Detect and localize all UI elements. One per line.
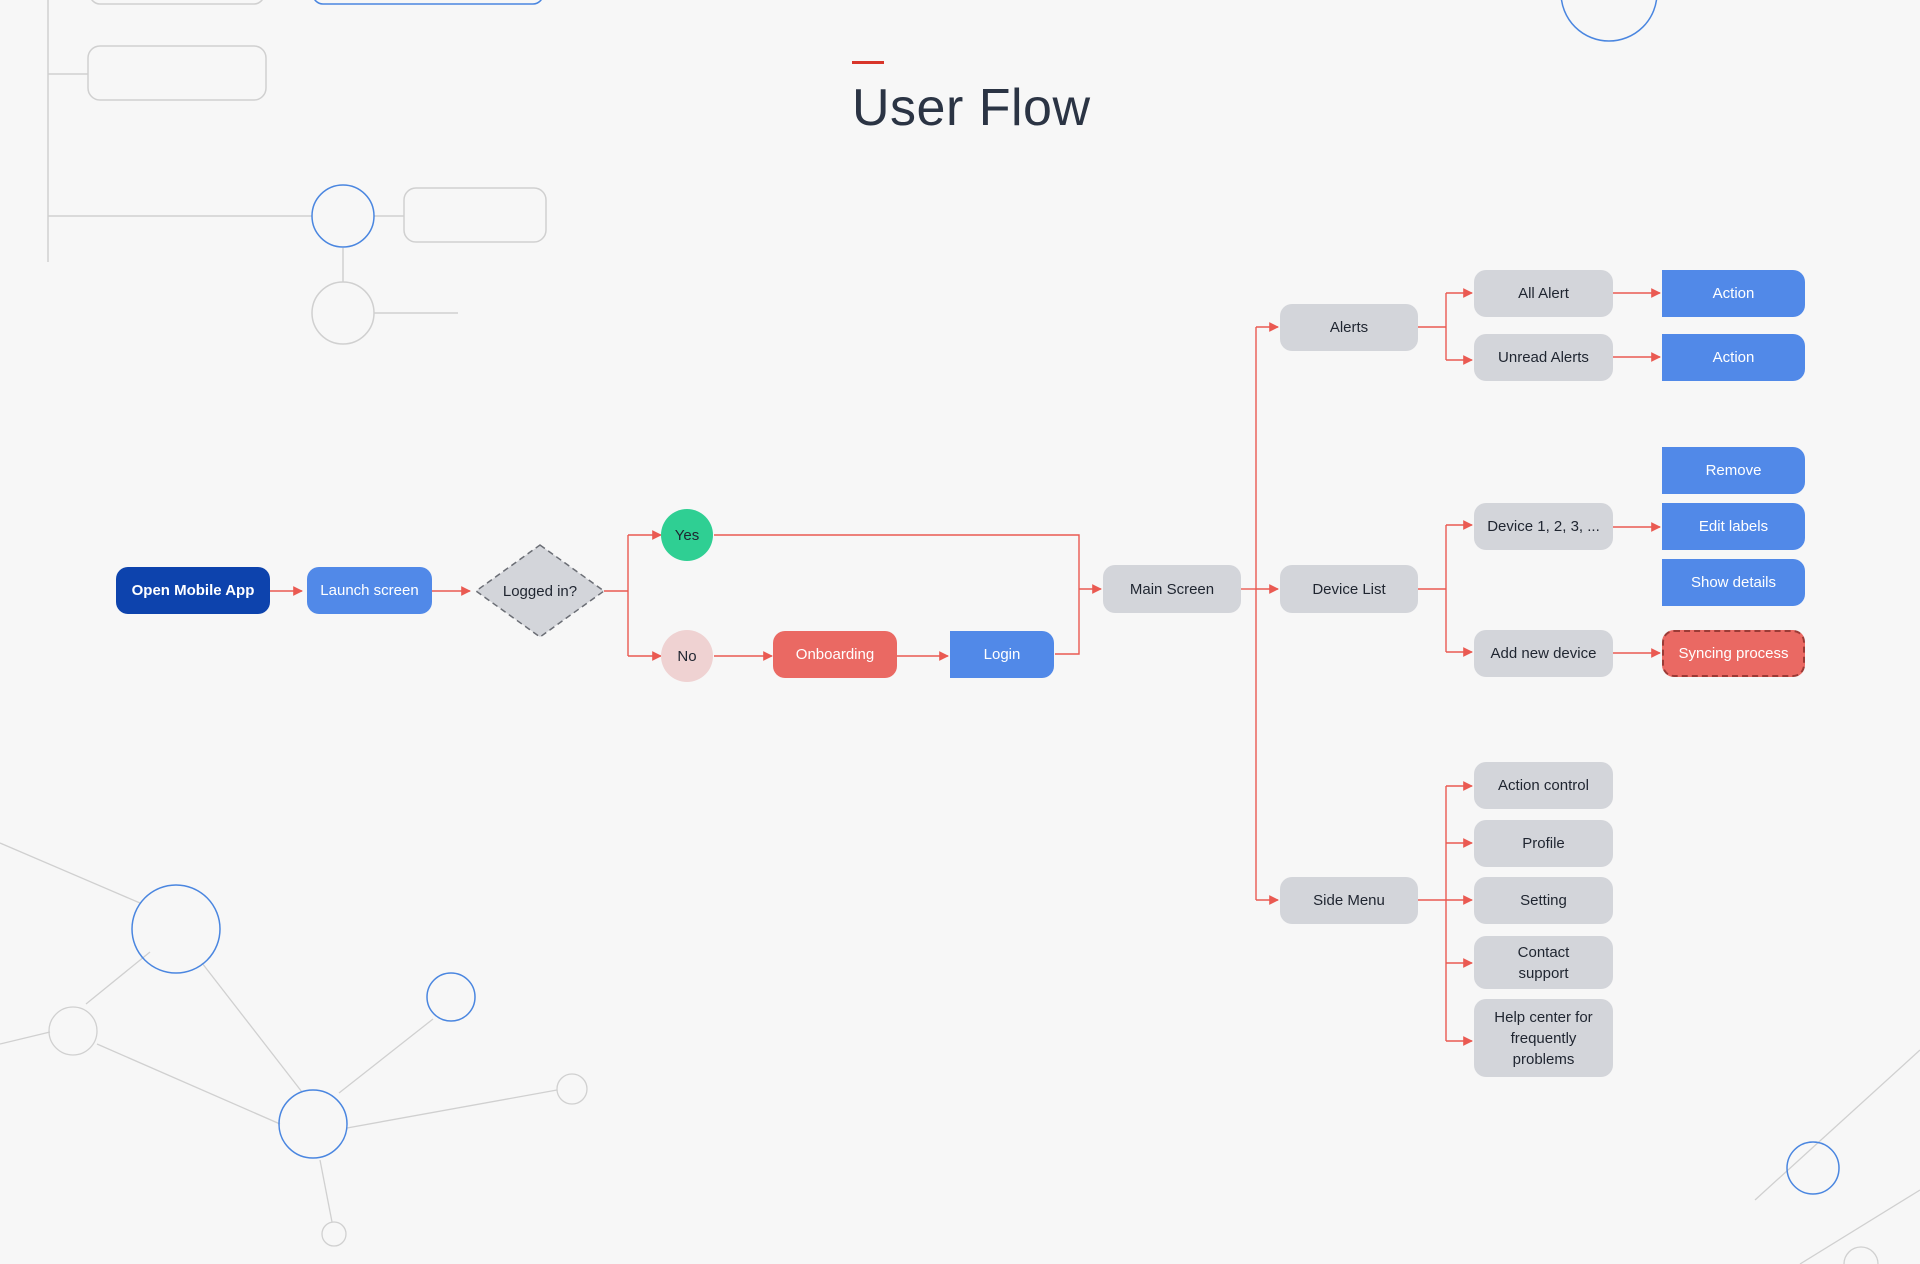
title-accent-bar: [852, 61, 884, 64]
node-add-new-device[interactable]: Add new device: [1474, 630, 1613, 677]
node-all-alert[interactable]: All Alert: [1474, 270, 1613, 317]
node-login[interactable]: Login: [950, 631, 1054, 678]
node-launch-screen[interactable]: Launch screen: [307, 567, 432, 614]
node-onboarding[interactable]: Onboarding: [773, 631, 897, 678]
node-device-list[interactable]: Device List: [1280, 565, 1418, 613]
decision-diamond: [474, 544, 606, 638]
connectors: [270, 288, 1661, 1046]
node-profile[interactable]: Profile: [1474, 820, 1613, 867]
node-side-menu[interactable]: Side Menu: [1280, 877, 1418, 924]
page-title: User Flow: [852, 79, 1091, 137]
node-no[interactable]: No: [661, 630, 713, 682]
node-device-items[interactable]: Device 1, 2, 3, ...: [1474, 503, 1613, 550]
node-contact-support[interactable]: Contact support: [1474, 936, 1613, 989]
node-show-details[interactable]: Show details: [1662, 559, 1805, 606]
node-action-unread-alerts[interactable]: Action: [1662, 334, 1805, 381]
node-open-mobile-app[interactable]: Open Mobile App: [116, 567, 270, 614]
node-action-control[interactable]: Action control: [1474, 762, 1613, 809]
node-alerts[interactable]: Alerts: [1280, 304, 1418, 351]
decor-blue-circle-1: [311, 184, 375, 248]
node-action-all-alert[interactable]: Action: [1662, 270, 1805, 317]
node-logged-in[interactable]: Logged in?: [502, 582, 578, 600]
decor-network: [0, 842, 1920, 1264]
node-remove[interactable]: Remove: [1662, 447, 1805, 494]
node-setting[interactable]: Setting: [1474, 877, 1613, 924]
decor-wireframe-top: [47, 0, 547, 345]
node-help-center[interactable]: Help center for frequently problems: [1474, 999, 1613, 1077]
node-syncing-process[interactable]: Syncing process: [1662, 630, 1805, 677]
node-yes[interactable]: Yes: [661, 509, 713, 561]
decor-blue-circle-2: [1560, 0, 1658, 42]
decor-network-blue: [131, 884, 1840, 1195]
node-unread-alerts[interactable]: Unread Alerts: [1474, 334, 1613, 381]
node-main-screen[interactable]: Main Screen: [1103, 565, 1241, 613]
decor-blue-rect: [314, 0, 542, 5]
node-edit-labels[interactable]: Edit labels: [1662, 503, 1805, 550]
